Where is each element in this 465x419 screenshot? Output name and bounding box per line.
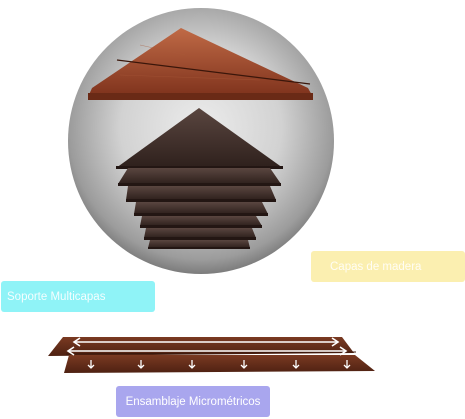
wood-top-layer [88,28,313,100]
ensamblaje-label: Ensamblaje Micrométricos [116,386,270,417]
capas-label: Capas de madera [311,251,465,282]
dark-layer-stack [116,108,283,249]
down-arrows [87,360,351,369]
double-arrow-top [66,337,348,356]
soporte-label: Soporte Multicapas [1,281,155,312]
